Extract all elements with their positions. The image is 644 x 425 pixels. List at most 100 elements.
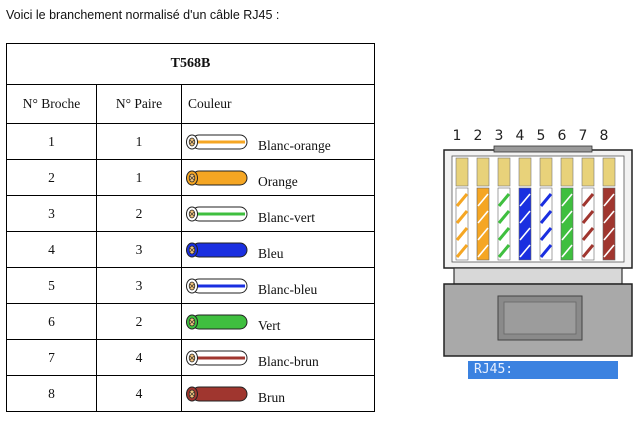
pin-stripe xyxy=(477,227,489,241)
color-label: Brun xyxy=(258,389,285,405)
pin-number: 4 xyxy=(515,128,525,144)
broche-cell: 6 xyxy=(6,303,97,340)
couleur-cell: Orange xyxy=(181,159,375,196)
color-label: Blanc-orange xyxy=(258,137,331,153)
pin-number: 1 xyxy=(452,128,462,144)
broche-cell: 3 xyxy=(6,195,97,232)
pin-stripe xyxy=(477,210,489,224)
couleur-cell: Bleu xyxy=(181,231,375,268)
pin-stripe xyxy=(477,193,489,207)
pin-wire xyxy=(497,187,511,261)
pin-stripe xyxy=(477,244,489,258)
color-label: Blanc-brun xyxy=(258,353,319,369)
table-title: T568B xyxy=(6,43,375,85)
broche-cell: 8 xyxy=(6,375,97,412)
pin-contact xyxy=(560,157,574,187)
cable-color-icon xyxy=(186,386,248,401)
color-label: Blanc-bleu xyxy=(258,281,318,297)
pin-stripe xyxy=(539,210,553,224)
pin-number: 5 xyxy=(536,128,546,144)
cable-color-icon xyxy=(186,278,248,293)
cable-color-icon xyxy=(186,314,248,329)
pin-contact xyxy=(455,157,469,187)
pin-stripe xyxy=(455,193,469,207)
pin-stripe xyxy=(561,244,573,258)
pin-stripe xyxy=(539,193,553,207)
pin-stripe xyxy=(603,227,615,241)
pin-wire xyxy=(560,187,574,261)
broche-cell: 4 xyxy=(6,231,97,268)
pin-stripe xyxy=(603,193,615,207)
pin-contact xyxy=(539,157,553,187)
pin-stripe xyxy=(581,244,595,258)
broche-cell: 7 xyxy=(6,339,97,376)
paire-cell: 2 xyxy=(96,195,182,232)
broche-cell: 1 xyxy=(6,123,97,160)
color-label: Bleu xyxy=(258,245,284,261)
pin-number: 7 xyxy=(578,128,588,144)
pin-stripe xyxy=(561,227,573,241)
pin-stripe xyxy=(455,244,469,258)
paire-cell: 3 xyxy=(96,267,182,304)
color-label: Vert xyxy=(258,317,281,333)
table-header-row: N° Broche N° Paire Couleur xyxy=(6,84,375,124)
pin-stripe xyxy=(581,193,595,207)
pin-wire xyxy=(476,187,490,261)
cable-color-icon xyxy=(186,242,248,257)
couleur-cell: Blanc-bleu xyxy=(181,267,375,304)
paire-cell: 1 xyxy=(96,159,182,196)
cable-color-icon xyxy=(186,350,248,365)
pin-wire xyxy=(602,187,616,261)
pin-contact xyxy=(476,157,490,187)
intro-text: Voici le branchement normalisé d'un câbl… xyxy=(6,8,280,22)
pin-stripe xyxy=(497,193,511,207)
cable-color-icon xyxy=(186,206,248,221)
couleur-cell: Brun xyxy=(181,375,375,412)
pin-stripe xyxy=(497,210,511,224)
color-label: Blanc-vert xyxy=(258,209,315,225)
paire-cell: 4 xyxy=(96,375,182,412)
couleur-cell: Blanc-orange xyxy=(181,123,375,160)
pin-wire xyxy=(518,187,532,261)
pin-stripe xyxy=(455,210,469,224)
header-paire: N° Paire xyxy=(96,84,182,124)
broche-cell: 5 xyxy=(6,267,97,304)
couleur-cell: Vert xyxy=(181,303,375,340)
header-couleur: Couleur xyxy=(181,84,375,124)
pin-stripe xyxy=(497,244,511,258)
header-broche: N° Broche xyxy=(6,84,97,124)
pin-stripe xyxy=(539,244,553,258)
pin-number: 3 xyxy=(494,128,504,144)
pin-stripe xyxy=(497,227,511,241)
couleur-cell: Blanc-brun xyxy=(181,339,375,376)
color-label: Orange xyxy=(258,173,298,189)
pin-number: 2 xyxy=(473,128,483,144)
pin-number: 8 xyxy=(599,128,609,144)
paire-cell: 2 xyxy=(96,303,182,340)
pin-stripe xyxy=(519,210,531,224)
paire-cell: 3 xyxy=(96,231,182,268)
pin-wire xyxy=(539,187,553,261)
pin-stripe xyxy=(603,210,615,224)
cable-color-icon xyxy=(186,134,248,149)
pin-stripe xyxy=(561,210,573,224)
pin-contact xyxy=(518,157,532,187)
broche-cell: 2 xyxy=(6,159,97,196)
paire-cell: 4 xyxy=(96,339,182,376)
pin-stripe xyxy=(561,193,573,207)
pin-contact xyxy=(602,157,616,187)
cable-color-icon xyxy=(186,170,248,185)
pin-stripe xyxy=(539,227,553,241)
pin-stripe xyxy=(519,244,531,258)
pin-stripe xyxy=(519,227,531,241)
